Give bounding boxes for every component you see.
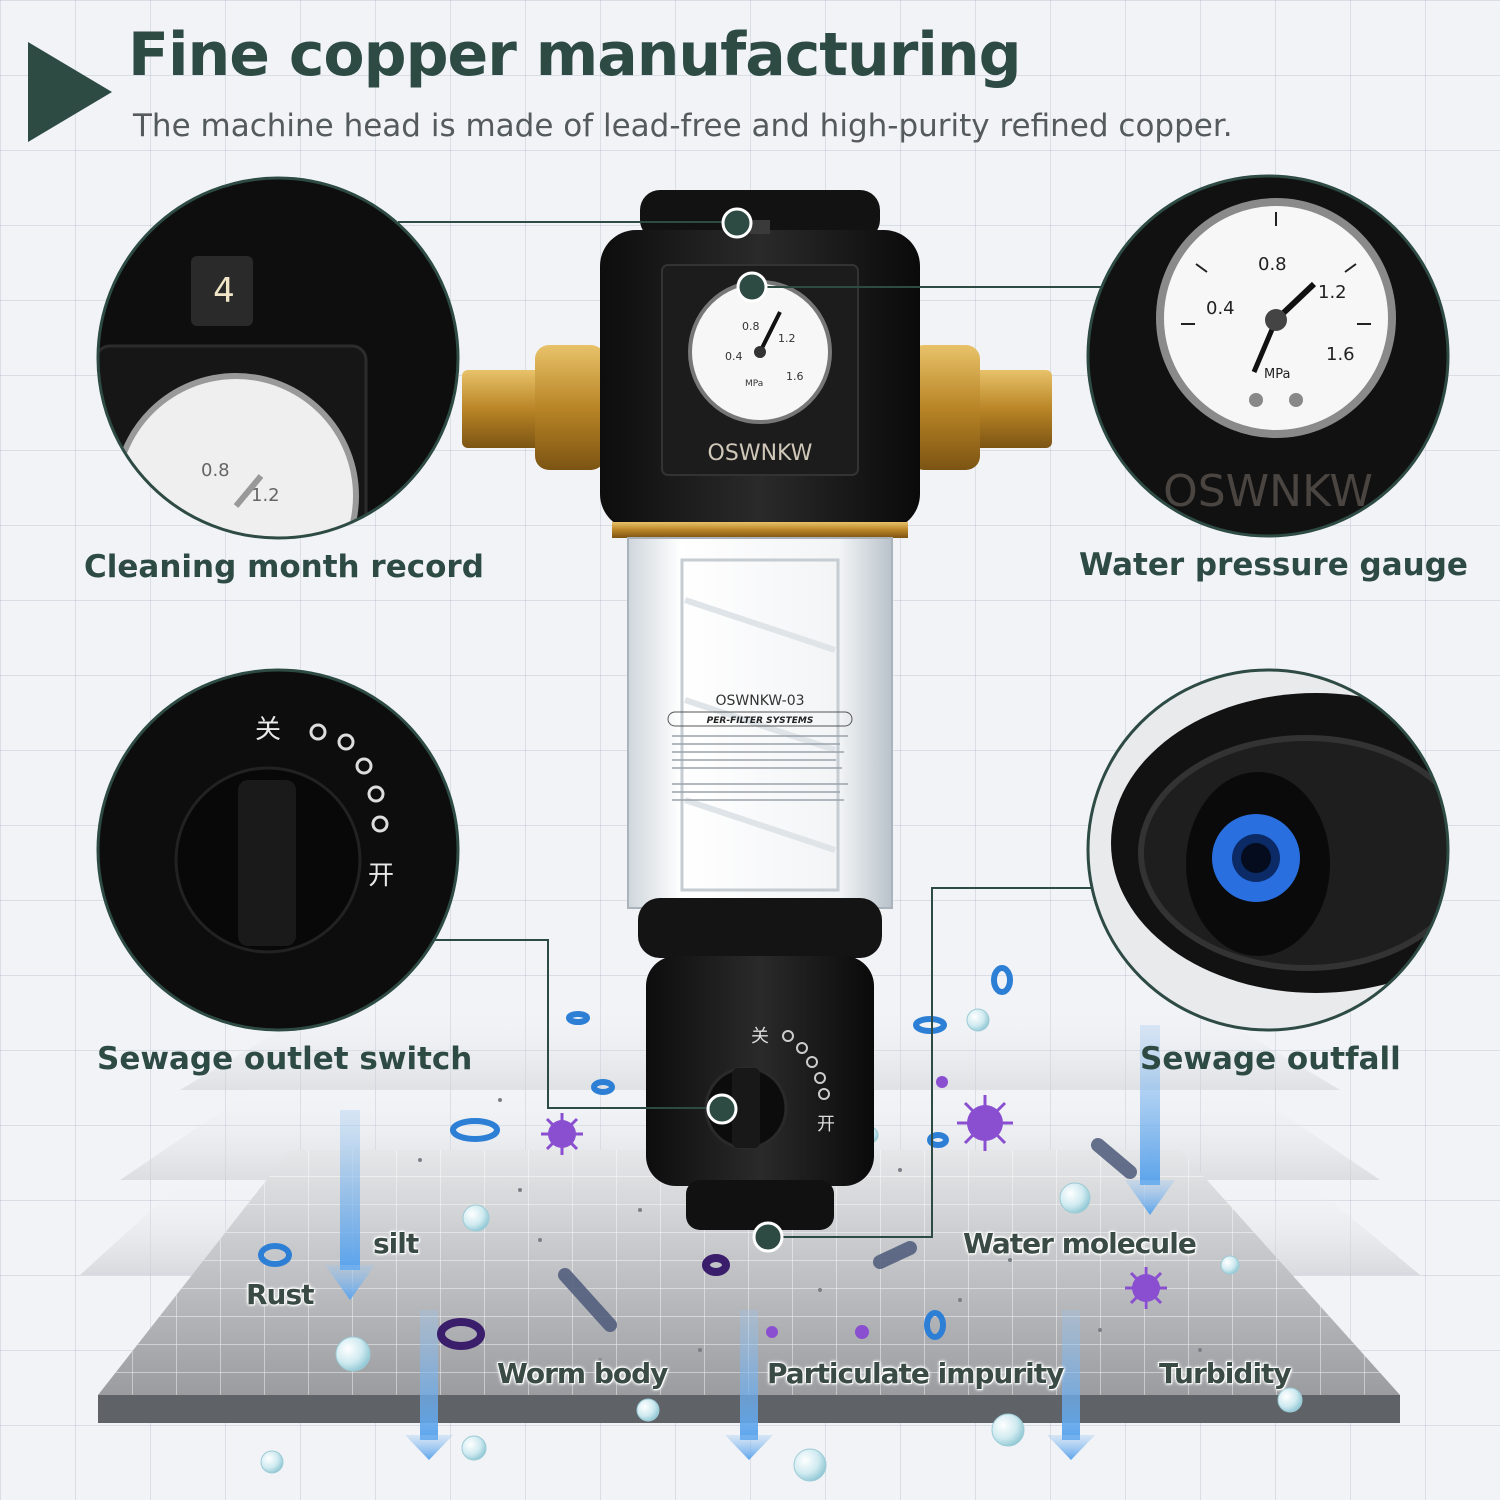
particulate-impurity-label: Particulate impurity (767, 1357, 1064, 1390)
month-digit: 4 (213, 271, 235, 311)
water-molecule-label: Water molecule (963, 1227, 1197, 1260)
detail-brand-logo: OSWNKW (1163, 466, 1373, 517)
silt-label: silt (373, 1227, 419, 1260)
sewage-outfall-detail (1086, 668, 1450, 1032)
outlet-switch-detail: 关 开 (96, 668, 460, 1032)
callout-dot-switch (706, 1093, 738, 1125)
detail-gauge-tick-16: 1.6 (1326, 344, 1355, 365)
model-label: OSWNKW-03 (715, 693, 804, 709)
cleaning-month-label: Cleaning month record (84, 549, 484, 585)
gauge-unit: MPa (745, 379, 763, 389)
detail-switch-close: 关 (255, 715, 281, 745)
brand-logo: OSWNKW (708, 441, 813, 466)
turbidity-label: Turbidity (1159, 1357, 1292, 1390)
rust-label: Rust (246, 1278, 315, 1311)
detail-gauge-tick-08: 0.8 (1258, 254, 1287, 275)
callout-dot-gauge (736, 271, 768, 303)
detail-gauge-unit: MPa (1264, 367, 1290, 382)
label-heading: PER-FILTER SYSTEMS (707, 716, 814, 726)
outlet-fitting (910, 345, 1052, 470)
detail-gauge-tick-12: 1.2 (1318, 282, 1347, 303)
cleaning-month-detail: 4 0.8 1.2 (96, 176, 460, 540)
gauge-tick-04: 0.4 (725, 350, 743, 363)
worm-body-label: Worm body (497, 1357, 668, 1390)
pressure-gauge-detail: 0.4 0.8 1.2 1.6 MPa OSWNKW (1086, 174, 1450, 538)
detail-gauge-tick-04: 0.4 (1206, 298, 1235, 319)
page-subtitle: The machine head is made of lead-free an… (133, 108, 1233, 144)
inlet-fitting (462, 345, 605, 470)
callout-dot-outfall (752, 1221, 784, 1253)
filter-product: 0.4 0.8 1.2 1.6 MPa OSWNKW OSWNKW-03 PER… (462, 190, 1052, 1230)
outlet-switch-label: Sewage outlet switch (97, 1041, 473, 1077)
gauge-tick-12: 1.2 (778, 332, 796, 345)
page-title: Fine copper manufacturing (128, 20, 1022, 90)
pressure-gauge-label: Water pressure gauge (1079, 547, 1468, 583)
sewage-outfall-label: Sewage outfall (1140, 1041, 1401, 1077)
play-arrow-icon (28, 42, 112, 142)
callout-dot-month (721, 207, 753, 239)
detail-switch-open: 开 (368, 861, 394, 891)
gauge-tick-16: 1.6 (786, 370, 804, 383)
switch-close-mark: 关 (751, 1026, 769, 1047)
switch-open-mark: 开 (817, 1114, 835, 1135)
svg-text:1.2: 1.2 (251, 485, 280, 506)
gauge-tick-08: 0.8 (742, 320, 760, 333)
svg-text:0.8: 0.8 (201, 460, 230, 481)
